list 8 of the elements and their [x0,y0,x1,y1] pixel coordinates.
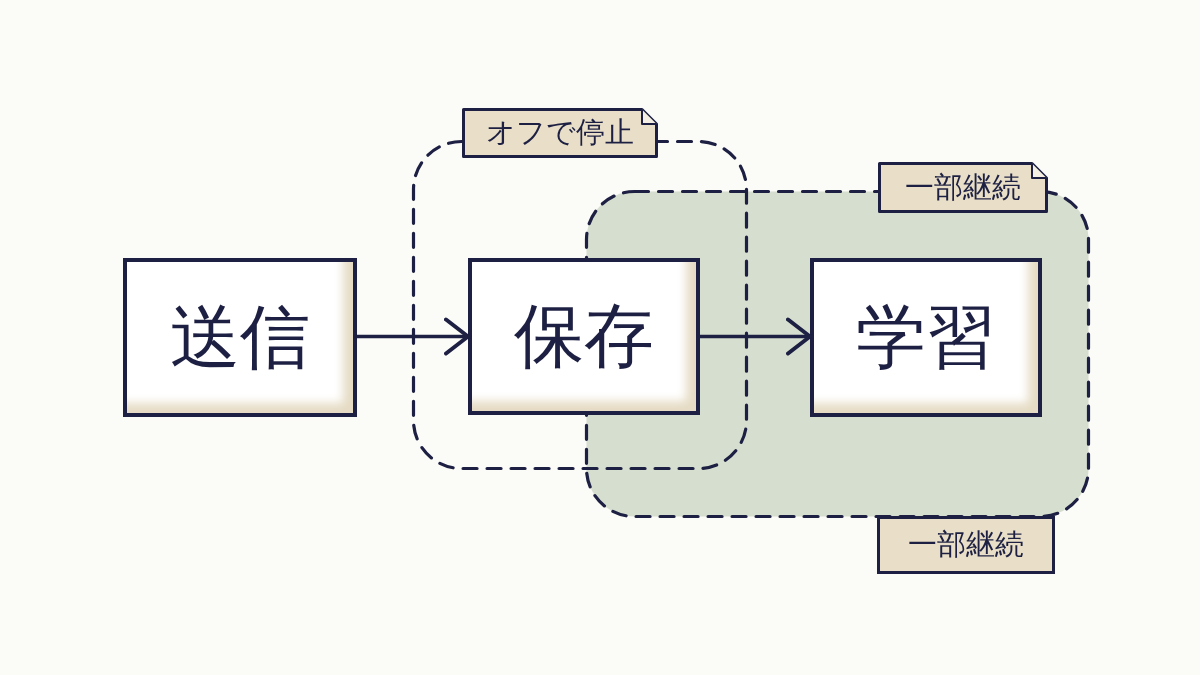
arrow [698,317,812,356]
note-tag: オフで停止 [462,108,658,158]
process-box: 学習 [810,258,1042,417]
note-tag: 一部継続 [878,162,1048,213]
note-tag: 一部継続 [877,516,1055,574]
arrow [355,317,470,356]
process-box: 送信 [123,258,357,417]
process-box: 保存 [468,258,700,415]
